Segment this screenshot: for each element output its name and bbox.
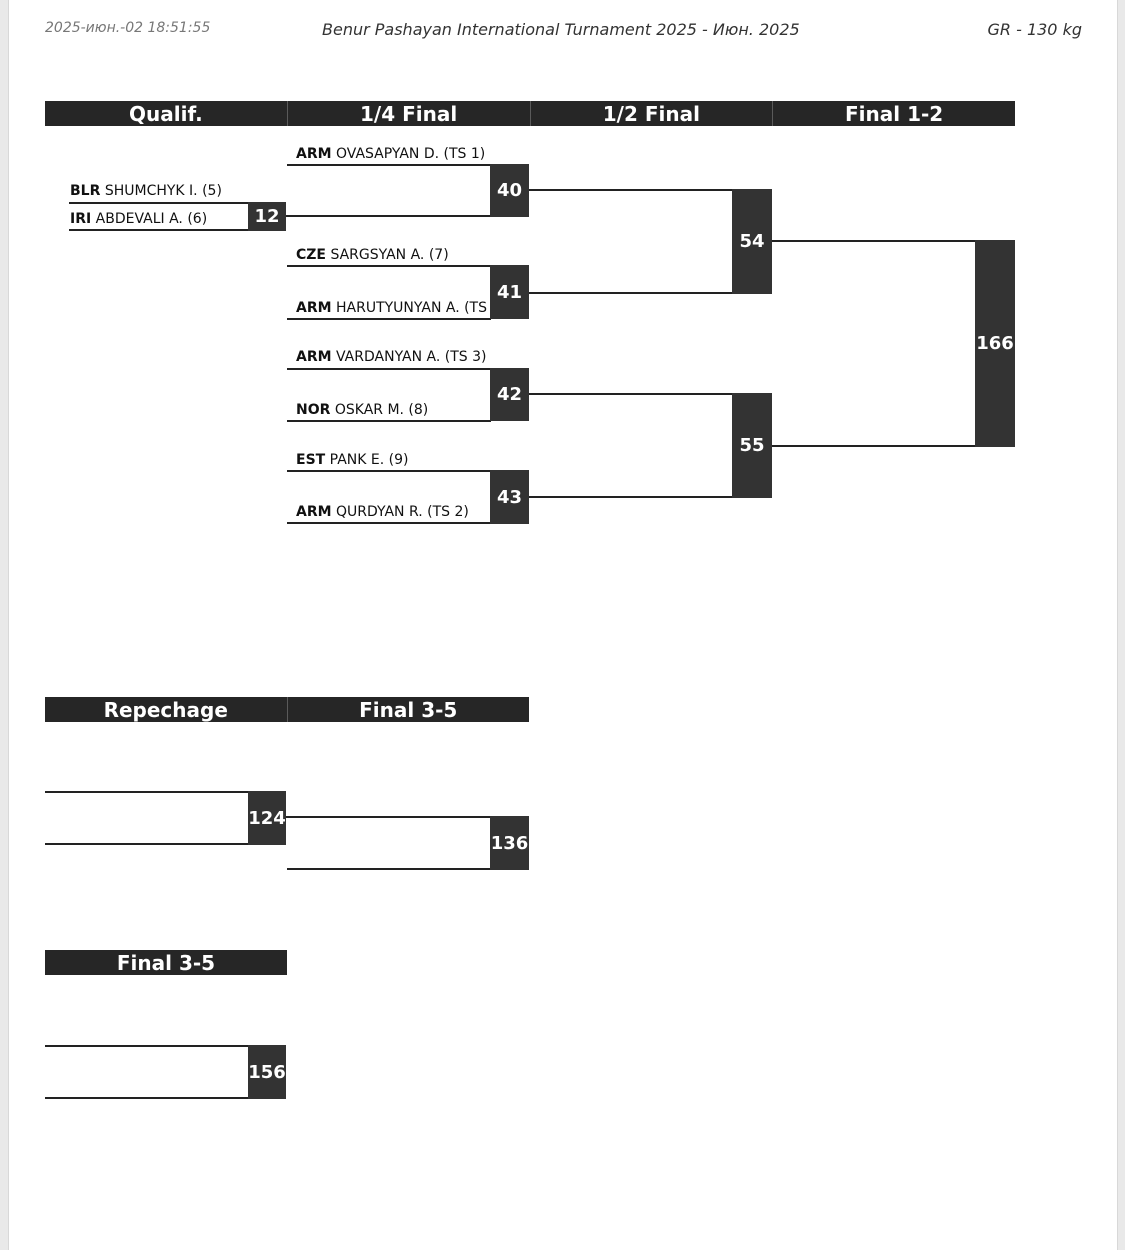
bracket-line (287, 265, 491, 267)
round-header-final-3-5: Final 3-5 (116, 951, 216, 975)
country-code: ARM (296, 300, 332, 316)
bout-number-box: 54 (732, 189, 772, 294)
bout-number-box: 166 (975, 240, 1015, 447)
bracket-line (287, 470, 491, 472)
wrestler-entry: IRI ABDEVALI A. (6) (70, 210, 250, 228)
bracket-line (772, 240, 976, 242)
bracket-line (287, 420, 491, 422)
bracket-line (287, 522, 491, 524)
round-header-qualif: Qualif. (45, 101, 288, 126)
bracket-line (45, 1045, 249, 1047)
round-header-repechage: Repechage (45, 697, 288, 722)
round-header-final: Final 1-2 (845, 102, 944, 126)
wrestler-entry: BLR SHUMCHYK I. (5) (70, 182, 250, 200)
bout-number-box: 136 (490, 816, 529, 870)
bout-number-box: 40 (490, 164, 529, 217)
bracket-line (45, 843, 249, 845)
wrestler-name: OSKAR M. (8) (334, 402, 429, 418)
bracket-line (69, 229, 249, 231)
weight-category: GR - 130 kg (987, 20, 1082, 39)
bracket-line (529, 189, 733, 191)
bracket-sheet: 2025-июн.-02 18:51:55 Benur Pashayan Int… (8, 0, 1118, 1250)
bracket-line (69, 202, 249, 204)
bout-number-box: 41 (490, 265, 529, 319)
country-code: IRI (70, 211, 92, 227)
bracket-line (529, 496, 733, 498)
bracket-line (287, 868, 491, 870)
country-code: ARM (296, 349, 332, 365)
country-code: CZE (296, 247, 326, 263)
wrestler-entry: ARM HARUTYUNYAN A. (TS (296, 299, 492, 317)
tournament-title: Benur Pashayan International Turnament 2… (322, 20, 800, 39)
wrestler-entry: ARM VARDANYAN A. (TS 3) (296, 348, 496, 366)
bracket-line (45, 791, 249, 793)
wrestler-entry: CZE SARGSYAN A. (7) (296, 246, 496, 264)
wrestler-name: VARDANYAN A. (TS 3) (336, 349, 487, 365)
country-code: ARM (296, 146, 332, 162)
bracket-line (772, 445, 976, 447)
wrestler-entry: NOR OSKAR M. (8) (296, 401, 492, 419)
round-header-band: Qualif. 1/4 Final 1/2 Final Final 1-2 (45, 101, 1015, 126)
round-header-quarterfinal: 1/4 Final (288, 101, 531, 126)
bracket-line (286, 215, 490, 217)
wrestler-name: SARGSYAN A. (7) (330, 247, 449, 263)
bracket-line (45, 1097, 249, 1099)
wrestler-entry: EST PANK E. (9) (296, 451, 496, 469)
country-code: BLR (70, 183, 101, 199)
bout-number-box: 42 (490, 368, 529, 421)
bout-number-box: 55 (732, 393, 772, 498)
bout-number-box: 43 (490, 470, 529, 524)
wrestler-entry: ARM OVASAPYAN D. (TS 1) (296, 145, 496, 163)
wrestler-name: QURDYAN R. (TS 2) (336, 504, 469, 520)
round-header-semifinal: 1/2 Final (531, 101, 774, 126)
wrestler-name: ABDEVALI A. (6) (95, 211, 208, 227)
bracket-line (529, 393, 733, 395)
bracket-line (287, 368, 491, 370)
bracket-line (286, 816, 490, 818)
repechage-header-band: Final 3-5 (45, 950, 287, 975)
wrestler-entry: ARM QURDYAN R. (TS 2) (296, 503, 492, 521)
country-code: EST (296, 452, 326, 468)
country-code: NOR (296, 402, 331, 418)
bracket-line (287, 318, 491, 320)
bracket-line (529, 292, 733, 294)
country-code: ARM (296, 504, 332, 520)
timestamp: 2025-июн.-02 18:51:55 (45, 20, 211, 36)
bracket-line (287, 164, 491, 166)
wrestler-name: OVASAPYAN D. (TS 1) (336, 146, 486, 162)
bout-number-box: 156 (248, 1045, 286, 1099)
repechage-header-band: Repechage Final 3-5 (45, 697, 529, 722)
round-header-final-3-5: Final 3-5 (359, 698, 458, 722)
wrestler-name: PANK E. (9) (329, 452, 409, 468)
wrestler-name: SHUMCHYK I. (5) (104, 183, 222, 199)
wrestler-name: HARUTYUNYAN A. (TS (336, 300, 487, 316)
bout-number-box: 124 (248, 791, 286, 845)
bout-number-box: 12 (248, 202, 286, 231)
